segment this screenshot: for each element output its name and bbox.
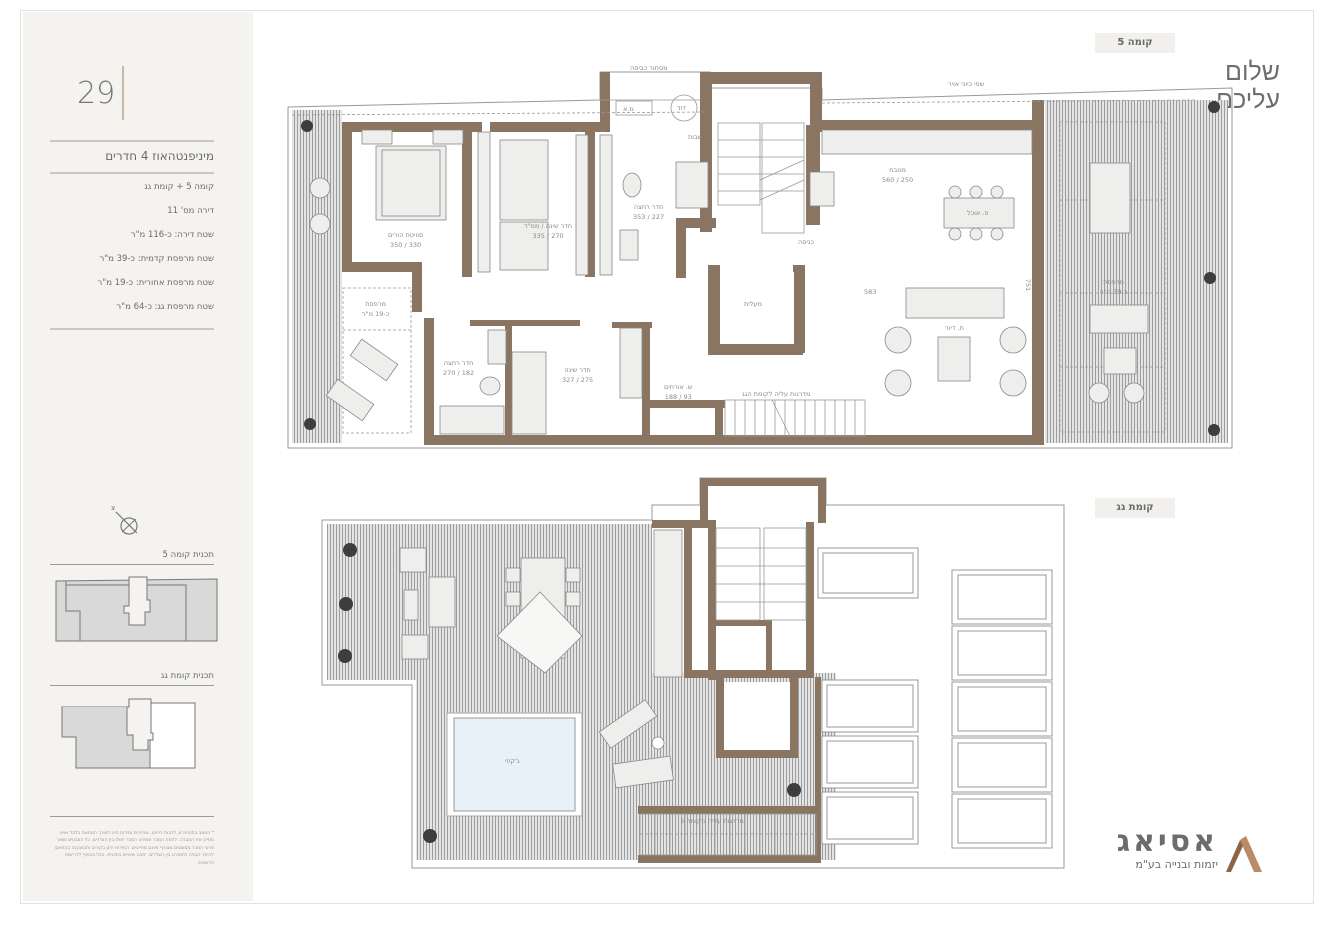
room-living: ת. דיור (945, 324, 964, 332)
spec-apartment-area: שטח דירה: כ-116 מ"ר (130, 230, 214, 240)
room-bedroom-mamad: חדר שינה / ממ"ד 270 / 335 (524, 222, 573, 240)
label-stairs-to-roof: מדרגות עליה לקומת הגג (742, 390, 811, 398)
spec-rear-balcony-area: שטח מרפסת אחורית: כ-19 מ"ר (97, 278, 214, 288)
brand-name: אסיאג (1116, 824, 1218, 859)
label-stairs-from-floor5: מדרגות עליה מקומה 5 (680, 817, 744, 825)
label-vent: דוד (677, 104, 686, 112)
key-plan-floor5-label: תכנית קומה 5 (162, 550, 214, 560)
label-living-width: 583 (864, 288, 877, 296)
logo-line-1: שלום (1225, 57, 1280, 86)
label-shabbat: שבות (688, 133, 703, 141)
compass-north-label: צ (111, 504, 116, 512)
divider (50, 685, 214, 686)
divider (50, 564, 214, 565)
spec-floors: קומה 5 + קומת גג (144, 182, 214, 192)
roof-floor-tag: קומת גג (1095, 498, 1175, 518)
room-kitchen: מטבח 250 / 560 (882, 166, 914, 184)
divider (50, 172, 214, 174)
room-guest-wc: ש. אורחים 93 / 188 (664, 383, 693, 401)
label-jacuzzi: ג'קוזי (505, 757, 520, 765)
divider (50, 140, 214, 142)
label-laundry-hide: מסתור כביסה (630, 64, 668, 72)
divider (50, 816, 214, 817)
room-bathroom-1: חדר רחצה 227 / 353 (633, 203, 665, 221)
apartment-type-title: מיניפנטהאוז 4 חדרים (105, 149, 214, 163)
label-ac: מ.א (623, 105, 634, 113)
room-master-suite: סוויטת הורים 330 / 350 (388, 231, 424, 249)
label-elevator: מעלית (744, 300, 762, 308)
logo-divider (122, 66, 124, 120)
key-plan-roof-label: תכנית קומת גג (160, 671, 214, 681)
developer-brand: אסיאג יזמות ובנייה בע"מ (1098, 824, 1218, 872)
divider (50, 328, 214, 330)
floor5-tag: קומה 5 (1095, 33, 1175, 53)
brand-subtitle: יזמות ובנייה בע"מ (1135, 858, 1218, 871)
spec-front-balcony-area: שטח מרפסת קדמית: כ-39 מ"ר (99, 254, 214, 264)
logo-number: 29 (77, 76, 116, 111)
label-dining: פ. אוכל (967, 209, 989, 217)
room-bathroom-2: חדר רחצה 182 / 270 (443, 359, 475, 377)
room-front-balcony: מרפסת כ-39 מ"ר (1100, 278, 1128, 296)
spec-apartment-number: דירה מס' 11 (167, 206, 214, 216)
room-rear-balcony: מרפסת כ-19 מ"ר (362, 300, 390, 318)
room-bedroom: חדר שינה 275 / 327 (562, 366, 594, 384)
label-entrance: כניסה (798, 238, 814, 246)
disclaimer-text: * המצב בתכנית זו, לרבות ריהוט, אביזרים ו… (55, 831, 214, 866)
spec-roof-balcony-area: שטח מרפסת גג: כ-64 מ"ר (116, 302, 214, 312)
label-roof-overhang: שפי כיוני אויר (948, 80, 985, 88)
